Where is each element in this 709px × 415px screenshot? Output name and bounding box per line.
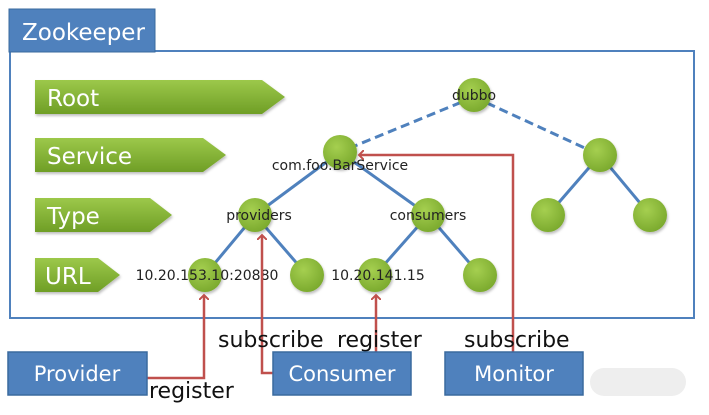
node-provider-url-2 [290,258,324,292]
node-consumer-url [358,258,392,292]
label-monitor-subscribe: subscribe [464,328,570,353]
edge-barservice-consumers [339,150,429,217]
node-other-left [531,198,565,232]
level-root-label: Root [47,86,99,112]
edge-dubbo-other-service [473,95,601,157]
node-consumer-url-2 [463,258,497,292]
level-service: Service [35,138,226,172]
actor-provider-label: Provider [34,362,121,386]
node-consumers-label: consumers [390,208,467,224]
actor-monitor: Monitor [444,351,584,396]
level-service-label: Service [47,144,132,170]
node-consumer-url-label: 10.20.141.15 [331,268,425,284]
edge-dubbo-barservice [339,95,475,154]
level-type-label: Type [46,204,100,230]
actor-provider: Provider [7,351,148,396]
zookeeper-title: Zookeeper [22,20,145,46]
actor-consumer: Consumer [272,351,412,396]
level-root: Root [35,80,285,114]
node-providers [238,198,272,232]
label-provider-register: register [149,379,235,404]
label-consumer-register: register [337,328,423,353]
actor-monitor-label: Monitor [474,362,554,386]
level-url: URL [35,258,120,292]
arrow-monitor-subscribe [359,155,515,352]
node-provider-url [188,258,222,292]
node-provider-url-label: 10.20.153.10:20880 [136,268,279,284]
level-url-label: URL [45,264,91,290]
node-dubbo [457,78,491,112]
node-providers-label: providers [226,208,292,224]
edge-barservice-providers [254,150,341,217]
node-barservice-label: com.foo.BarService [272,158,408,174]
zookeeper-tab: Zookeeper [8,8,156,53]
arrow-consumer-subscribe [262,235,273,375]
node-other-service [583,138,617,172]
node-consumers [411,198,445,232]
arrow-provider-register [147,295,204,380]
node-other-right [633,198,667,232]
label-consumer-subscribe: subscribe [218,328,324,353]
node-barservice [323,135,357,169]
level-type: Type [35,198,172,232]
node-dubbo-label: dubbo [452,88,496,104]
watermark-blur [590,368,686,396]
actor-consumer-label: Consumer [288,362,395,386]
